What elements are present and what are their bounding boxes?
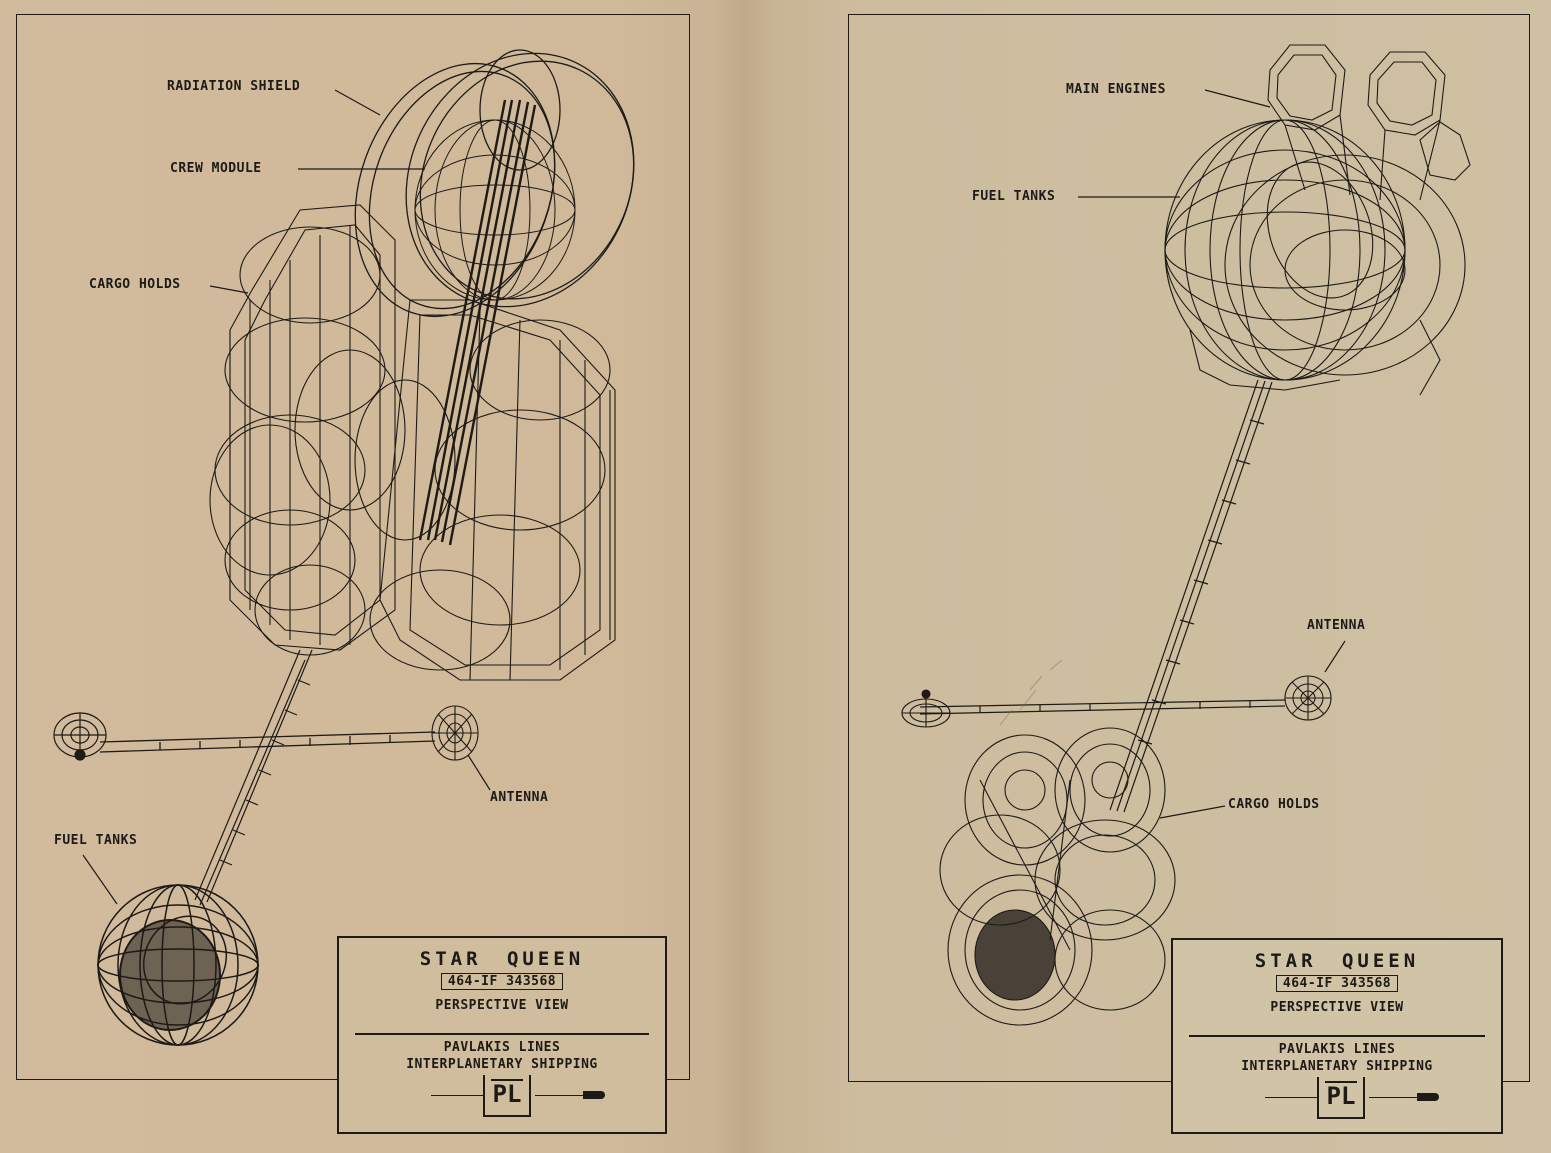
callout-leader-lines [1078, 89, 1346, 819]
view-label: PERSPECTIVE VIEW [435, 998, 569, 1013]
ship-wireframe-view-1 [53, 49, 635, 1046]
truss-spine [194, 649, 313, 906]
company-line-2: INTERPLANETARY SHIPPING [1241, 1058, 1433, 1074]
right-page: MAIN ENGINES FUEL TANKS ANTENNA CARGO HO… [780, 0, 1551, 1153]
right-antenna-dish [1284, 675, 1332, 721]
ship-name: STAR QUEEN [1254, 950, 1420, 972]
fuel-tanks-wireframe [1164, 119, 1466, 396]
callout-antenna: ANTENNA [1307, 618, 1366, 633]
registration-number: 464-IF 343568 [440, 973, 564, 990]
title-divider [355, 1033, 649, 1035]
truss-spine [1109, 379, 1273, 813]
company-name: PAVLAKIS LINES INTERPLANETARY SHIPPING [339, 1039, 665, 1073]
callout-radiation-shield: RADIATION SHIELD [167, 79, 301, 94]
logo-line-right [535, 1094, 585, 1096]
title-divider [1189, 1035, 1485, 1037]
registration-number: 464-IF 343568 [1275, 975, 1399, 992]
callout-main-engines: MAIN ENGINES [1066, 82, 1166, 97]
antenna-boom [99, 731, 436, 753]
right-antenna-dish [431, 705, 479, 761]
ship-name: STAR QUEEN [419, 948, 585, 970]
company-name: PAVLAKIS LINES INTERPLANETARY SHIPPING [1173, 1041, 1501, 1075]
view-label: PERSPECTIVE VIEW [1270, 1000, 1404, 1015]
company-logo-row: PL [1173, 1076, 1501, 1121]
callout-antenna: ANTENNA [490, 790, 549, 805]
left-antenna-dish [901, 689, 951, 728]
pl-logo: PL [483, 1074, 531, 1117]
callout-fuel-tanks: FUEL TANKS [972, 189, 1056, 204]
ship-wireframe-view-2 [901, 44, 1471, 1026]
logo-line-left [1265, 1096, 1317, 1098]
pl-logo: PL [1317, 1076, 1365, 1119]
callout-crew-module: CREW MODULE [170, 161, 262, 176]
logo-line-left [431, 1094, 483, 1096]
callout-cargo-holds: CARGO HOLDS [89, 277, 181, 292]
logo-line-right [1369, 1096, 1419, 1098]
cargo-holds-wireframe [939, 727, 1176, 1026]
company-logo-row: PL [339, 1074, 665, 1119]
callout-leader-lines [82, 89, 491, 905]
company-line-2: INTERPLANETARY SHIPPING [406, 1056, 598, 1072]
left-page: RADIATION SHIELD CREW MODULE CARGO HOLDS… [16, 14, 690, 1134]
logo-ship-icon [1417, 1092, 1439, 1101]
antenna-boom [919, 699, 1286, 715]
cargo-holds-wireframe [209, 204, 616, 681]
title-block: STAR QUEEN 464-IF 343568 PERSPECTIVE VIE… [1171, 938, 1503, 1134]
left-antenna-dish [53, 712, 107, 761]
company-line-1: PAVLAKIS LINES [443, 1039, 561, 1055]
title-block: STAR QUEEN 464-IF 343568 PERSPECTIVE VIE… [337, 936, 667, 1134]
fuel-tank-sphere [97, 884, 259, 1046]
callout-fuel-tanks: FUEL TANKS [54, 833, 138, 848]
spine-core [418, 99, 537, 546]
callout-cargo-holds: CARGO HOLDS [1228, 797, 1320, 812]
company-line-1: PAVLAKIS LINES [1278, 1041, 1396, 1057]
ghost-marks [999, 659, 1063, 726]
logo-ship-icon [583, 1090, 605, 1099]
